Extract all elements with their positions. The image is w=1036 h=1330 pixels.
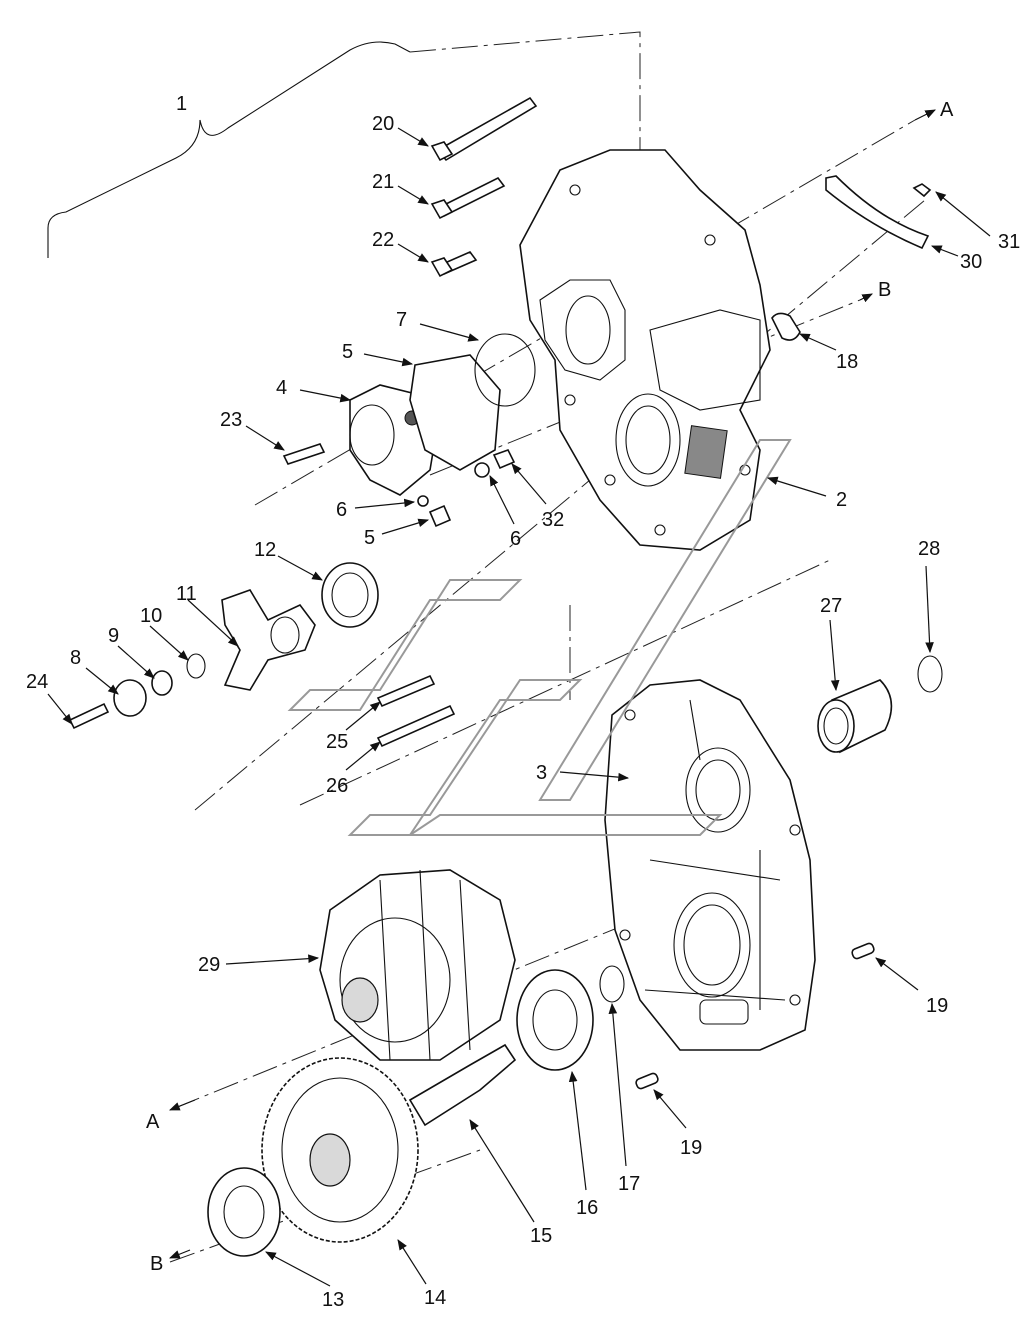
callout-26: 26 <box>326 775 348 797</box>
bearing-13 <box>207 1167 281 1257</box>
oring-7 <box>474 333 536 407</box>
callout-19-right: 19 <box>926 995 948 1017</box>
bolt-24 <box>68 702 110 730</box>
callout-27: 27 <box>820 595 842 617</box>
plug-32 <box>492 449 516 470</box>
washer-8 <box>113 679 147 717</box>
callout-7: 7 <box>396 309 407 331</box>
clutch-pack-29 <box>319 869 516 1061</box>
callout-17: 17 <box>618 1173 640 1195</box>
washer-6 <box>474 462 490 478</box>
leader-lines <box>47 109 991 1287</box>
callout-2: 2 <box>836 489 847 511</box>
ring-17 <box>599 965 625 1003</box>
dowel-pin-19-upper <box>851 942 875 960</box>
bolt-26 <box>376 704 456 748</box>
callout-32: 32 <box>542 509 564 531</box>
bolt-23 <box>282 443 326 465</box>
bolts-20-22 <box>430 96 538 278</box>
oring-10 <box>186 653 206 679</box>
yoke-11 <box>221 589 316 691</box>
callout-19-lower: 19 <box>680 1137 702 1159</box>
plate-18 <box>771 312 801 341</box>
dowel-pin-19-lower <box>635 1072 659 1090</box>
callout-labels: 1 20 21 22 A 31 30 B 18 7 5 4 23 2 6 5 6… <box>26 93 1020 1311</box>
callout-a-top: A <box>940 99 954 121</box>
callout-21: 21 <box>372 171 394 193</box>
callout-6-left: 6 <box>336 499 347 521</box>
callout-23: 23 <box>220 409 242 431</box>
gear-14 <box>261 1057 419 1243</box>
warning-label <box>684 425 728 479</box>
callout-8: 8 <box>70 647 81 669</box>
upper-housing <box>519 149 771 551</box>
snap-ring-28 <box>917 655 943 693</box>
callout-10: 10 <box>140 605 162 627</box>
watermark-logo <box>287 439 792 836</box>
callout-22: 22 <box>372 229 394 251</box>
lower-cover <box>604 679 816 1051</box>
callout-3: 3 <box>536 762 547 784</box>
callout-12: 12 <box>254 539 276 561</box>
callout-20: 20 <box>372 113 394 135</box>
callout-28: 28 <box>918 538 940 560</box>
callout-9: 9 <box>108 625 119 647</box>
callout-b-bottom: B <box>150 1253 163 1275</box>
washer-6-lower <box>417 495 429 507</box>
plug-5 <box>428 504 452 528</box>
callout-6-right: 6 <box>510 528 521 550</box>
bearing-16 <box>516 969 594 1071</box>
needle-bearing-27 <box>817 679 893 754</box>
screw-31 <box>912 183 932 198</box>
assembly-bracket <box>47 41 411 258</box>
shaft-15 <box>408 1043 517 1127</box>
callout-14: 14 <box>424 1287 446 1309</box>
callout-15: 15 <box>530 1225 552 1247</box>
callout-13: 13 <box>322 1289 344 1311</box>
callout-24: 24 <box>26 671 48 693</box>
callout-a-bottom: A <box>146 1111 160 1133</box>
callout-b-top: B <box>878 279 891 301</box>
callout-25: 25 <box>326 731 348 753</box>
callout-4: 4 <box>276 377 287 399</box>
callout-1: 1 <box>176 93 187 115</box>
callout-5-top: 5 <box>342 341 353 363</box>
seal-12 <box>321 562 379 628</box>
callout-30: 30 <box>960 251 982 273</box>
callout-31: 31 <box>998 231 1020 253</box>
callout-29: 29 <box>198 954 220 976</box>
callout-5-lower: 5 <box>364 527 375 549</box>
washer-9 <box>151 670 173 696</box>
callout-16: 16 <box>576 1197 598 1219</box>
bracket-30 <box>825 175 930 250</box>
callout-18: 18 <box>836 351 858 373</box>
callout-11: 11 <box>176 583 197 605</box>
